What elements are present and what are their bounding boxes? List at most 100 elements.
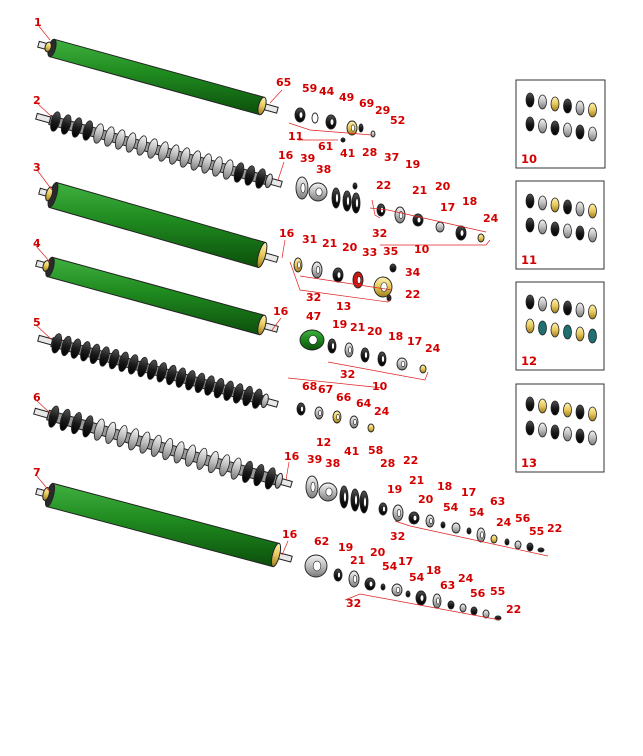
part-31: [396, 357, 408, 371]
roller-4: [35, 256, 279, 336]
callout-20: 20: [370, 546, 386, 559]
part-42: [359, 490, 369, 514]
callout-56: 56: [470, 587, 486, 600]
callout-21: 21: [409, 474, 424, 487]
callout-38: 38: [316, 163, 331, 176]
roller-label-5: 5: [33, 316, 41, 329]
leader-15: [289, 261, 391, 303]
callout-34: 34: [405, 266, 421, 279]
callout-17: 17: [407, 335, 422, 348]
leader-6: [35, 474, 51, 493]
callout-13: 13: [336, 300, 351, 313]
part-68: [482, 609, 490, 619]
part-7: [295, 176, 309, 200]
callout-69: 69: [359, 97, 374, 110]
callout-68: 68: [302, 380, 317, 393]
callout-41: 41: [344, 445, 359, 458]
part-25: [386, 294, 392, 302]
part-46: [425, 514, 435, 528]
roller-label-1: 1: [34, 16, 42, 29]
leader-14: [281, 239, 286, 259]
inset-12: 12: [515, 281, 605, 371]
inset-label-11: 11: [521, 253, 537, 267]
callout-29: 29: [375, 104, 390, 117]
callout-16: 16: [282, 528, 298, 541]
part-23: [373, 276, 393, 298]
leader-7: [269, 89, 283, 104]
part-5: [370, 130, 376, 138]
part-10: [342, 190, 352, 212]
callout-64: 64: [356, 397, 372, 410]
part-58: [348, 570, 360, 588]
leader-11: [371, 199, 381, 219]
leader-23: [344, 593, 501, 621]
callout-22: 22: [403, 454, 418, 467]
callout-54: 54: [443, 501, 459, 514]
part-15: [435, 221, 445, 233]
part-28: [344, 342, 354, 358]
part-50: [476, 527, 486, 543]
callout-21: 21: [350, 554, 365, 567]
callout-28: 28: [362, 146, 377, 159]
part-4: [358, 123, 364, 133]
callout-63: 63: [490, 495, 505, 508]
inset-label-13: 13: [521, 456, 537, 470]
part-3: [346, 120, 358, 136]
part-32: [419, 364, 427, 374]
part-44: [392, 504, 404, 522]
leader-19: [287, 377, 384, 389]
callout-20: 20: [435, 180, 451, 193]
callout-20: 20: [342, 241, 358, 254]
part-51: [490, 534, 498, 544]
roller-6: [33, 405, 293, 490]
callout-31: 31: [302, 233, 317, 246]
callout-16: 16: [278, 149, 294, 162]
part-9: [331, 187, 341, 209]
part-48: [451, 522, 461, 534]
callout-24: 24: [483, 212, 499, 225]
part-57: [333, 568, 343, 582]
callout-24: 24: [458, 572, 474, 585]
callout-32: 32: [340, 368, 355, 381]
callout-18: 18: [437, 480, 452, 493]
callout-22: 22: [506, 603, 521, 616]
inset-11: 11: [515, 180, 605, 270]
leader-20: [285, 461, 290, 481]
callout-58: 58: [368, 444, 383, 457]
roller-label-4: 4: [33, 237, 41, 250]
part-13: [394, 206, 406, 224]
exploded-parts: [293, 107, 545, 621]
part-37: [367, 423, 375, 433]
callout-16: 16: [273, 305, 289, 318]
callout-12: 12: [316, 436, 331, 449]
part-36: [349, 415, 359, 429]
leader-13: [369, 207, 487, 233]
leader-4: [35, 324, 53, 341]
part-61: [391, 583, 403, 597]
part-53: [514, 540, 522, 550]
roller-label-7: 7: [33, 466, 41, 479]
part-8: [308, 182, 328, 202]
callout-44: 44: [319, 85, 335, 98]
callout-16: 16: [284, 450, 300, 463]
callout-19: 19: [405, 158, 420, 171]
part-20: [311, 261, 323, 279]
callout-39: 39: [307, 453, 322, 466]
part-66: [459, 603, 467, 613]
roller-label-3: 3: [33, 161, 41, 174]
leader-21: [394, 520, 549, 557]
callout-32: 32: [390, 530, 405, 543]
callout-10: 10: [372, 380, 388, 393]
callout-21: 21: [412, 184, 427, 197]
leader-2: [36, 169, 53, 191]
roller-7: [35, 482, 293, 568]
callout-65: 65: [276, 76, 291, 89]
callout-55: 55: [529, 525, 544, 538]
callout-28: 28: [380, 457, 395, 470]
callout-22: 22: [547, 522, 562, 535]
part-63: [415, 590, 427, 606]
part-60: [380, 583, 386, 591]
part-26: [299, 329, 325, 351]
